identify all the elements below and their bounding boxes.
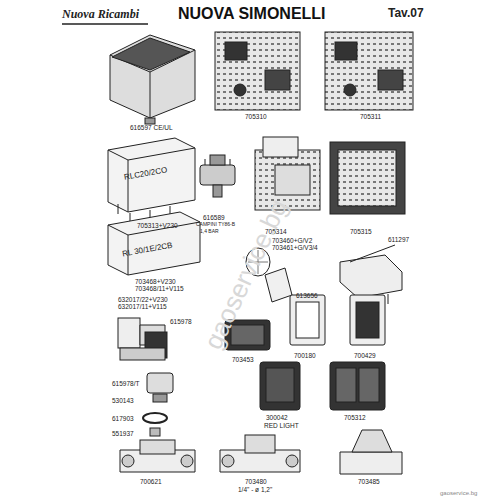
part-number: 705311 [360, 113, 381, 120]
part-number: 705313+V230 [137, 222, 178, 229]
part-number: 611297 [388, 236, 409, 243]
part-number: 615978 [170, 318, 192, 325]
part-number: 700429 [354, 352, 376, 359]
part-note: RED LIGHT [264, 422, 299, 429]
part-number: 300042 [266, 414, 288, 421]
part-number: 613656 [296, 292, 318, 299]
part-number: 700621 [140, 478, 162, 485]
part-number: 530143 [112, 397, 134, 404]
watermark: gaoservice.bg [440, 490, 477, 497]
part-number: 616589 [203, 214, 225, 221]
part-number: 700180 [294, 352, 316, 359]
part-number: 632017/11+V115 [118, 303, 167, 310]
part-number: 703485 [358, 478, 380, 485]
part-number: 705315 [350, 228, 372, 235]
part-number: 703480 [245, 478, 267, 485]
part-note: 1,4 BAR [200, 229, 219, 235]
part-number: 551937 [112, 430, 134, 437]
part-number: 617903 [112, 415, 134, 422]
page-title: NUOVA SIMONELLI [178, 5, 326, 23]
part-number: 632017/22+V230 [118, 296, 168, 303]
logo-text: Nuova Ricambi [62, 8, 139, 21]
part-note: CAMPINI TY86-B [196, 222, 235, 228]
part-number: 705310 [245, 113, 267, 120]
part-number: 705312 [344, 414, 366, 421]
part-number: 703468/11+V115 [135, 285, 184, 292]
part-number: 703453 [232, 356, 254, 363]
part-number: 703461+G/V3/4 [272, 244, 318, 251]
part-number: 703468+V230 [135, 278, 176, 285]
part-number: 616597 CE/UL [130, 124, 173, 131]
part-number: 615978/T [112, 380, 139, 387]
part-note: 1/4" - ø 1,2" [238, 486, 272, 493]
plate-number: Tav.07 [388, 7, 424, 20]
